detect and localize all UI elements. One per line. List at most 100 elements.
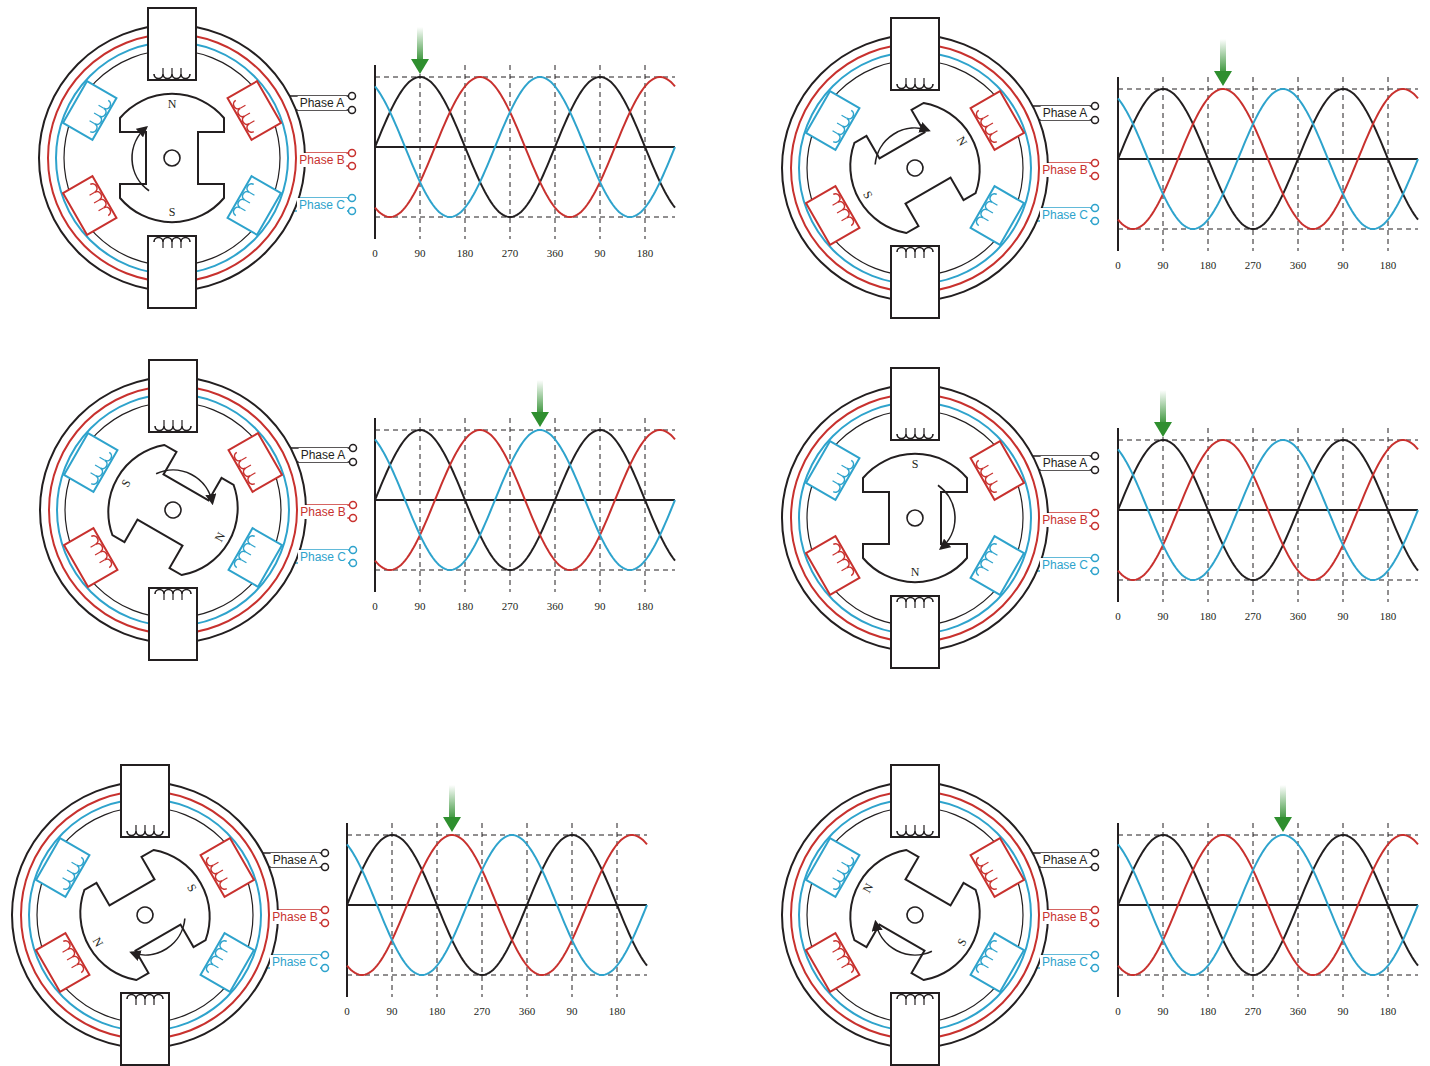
grid-line <box>1388 823 1389 997</box>
terminal <box>349 107 356 114</box>
coil-winding <box>249 192 254 195</box>
y-axis <box>1117 823 1119 997</box>
coil-winding <box>222 949 227 952</box>
phase-label: Phase C <box>1040 558 1090 572</box>
stator-pole <box>63 81 116 140</box>
tick-label: 90 <box>415 601 426 612</box>
phase-wave <box>1118 89 1418 229</box>
coil-winding <box>842 965 847 968</box>
terminal <box>1092 218 1099 225</box>
pole-body <box>806 536 859 595</box>
pole-body <box>891 246 939 318</box>
phase-wave <box>375 77 675 217</box>
pole-body <box>806 441 859 500</box>
tick-label: 90 <box>415 248 426 259</box>
phase-a-ring <box>807 410 1023 626</box>
pole-body <box>64 528 117 587</box>
pole-body <box>806 838 859 897</box>
stator-pole <box>228 176 281 235</box>
stator-pole <box>971 186 1024 245</box>
coil-winding <box>905 252 906 258</box>
pole-body <box>149 588 197 660</box>
coil-winding <box>162 68 163 74</box>
phase-c-ring <box>56 42 288 274</box>
stator-pole <box>891 596 939 668</box>
terminal <box>1092 160 1099 167</box>
phase-b-ring <box>791 394 1039 642</box>
stator-pole <box>806 91 859 150</box>
coil-winding <box>983 465 988 468</box>
phase-label: Phase B <box>1040 910 1089 924</box>
waveform-chart <box>1118 785 1418 997</box>
coil-winding <box>213 965 218 968</box>
grid-line <box>1208 823 1209 997</box>
shaft <box>162 499 184 521</box>
shaft <box>164 150 180 166</box>
terminal <box>1092 510 1099 517</box>
phase-b-ring <box>21 791 269 1039</box>
phase-label: Phase C <box>1040 208 1090 222</box>
coil-winding <box>905 825 906 831</box>
pole-body <box>891 368 939 440</box>
terminal <box>1092 920 1099 927</box>
pole-body <box>148 8 196 80</box>
grid-line <box>1208 77 1209 251</box>
stator-pole <box>121 765 169 837</box>
coil-winding <box>213 862 218 865</box>
rotation-arrow <box>130 918 193 964</box>
tick-label: 360 <box>519 1006 536 1017</box>
waveform-chart <box>1118 39 1418 251</box>
pole-body <box>36 838 89 897</box>
rotor <box>63 838 226 992</box>
pole-label: S <box>169 206 176 218</box>
tick-label: 180 <box>429 1006 446 1017</box>
phase-c-ring <box>799 52 1031 284</box>
motor <box>12 765 329 1065</box>
coil-winding <box>833 202 838 205</box>
grid-line <box>420 65 421 239</box>
stator-pole <box>891 18 939 90</box>
phase-wave <box>375 430 675 570</box>
pole-body <box>64 433 117 492</box>
coil-winding <box>154 74 190 79</box>
pole-body <box>63 81 116 140</box>
terminal <box>322 920 329 927</box>
terminal <box>350 502 357 509</box>
shaft <box>904 157 926 179</box>
phase-label: Phase C <box>1040 955 1090 969</box>
tick-label: 90 <box>567 1006 578 1017</box>
coil-winding <box>91 544 96 547</box>
tick-label: 360 <box>1290 1006 1307 1017</box>
coil-winding <box>171 68 172 74</box>
phase-b-ring <box>49 386 297 634</box>
coil-winding <box>246 465 251 468</box>
stator-pole <box>64 528 117 587</box>
grid-line <box>1343 77 1344 251</box>
coil-winding <box>914 428 915 434</box>
coil-winding <box>833 939 855 972</box>
tick-label: 270 <box>1245 260 1262 271</box>
pole-body <box>891 993 939 1065</box>
coil-winding <box>992 481 997 484</box>
coil-winding <box>90 182 112 215</box>
grid-line <box>1298 823 1299 997</box>
coil-winding <box>72 965 77 968</box>
coil-winding <box>992 878 997 881</box>
coil-winding <box>975 542 997 575</box>
coil-winding <box>67 870 72 873</box>
tick-label: 90 <box>595 248 606 259</box>
tick-label: 360 <box>1290 611 1307 622</box>
coil-winding <box>923 999 924 1005</box>
coil-winding <box>837 957 842 960</box>
coil-winding <box>127 995 163 1000</box>
stator-pole <box>121 993 169 1065</box>
coil-winding <box>975 192 997 225</box>
tick-label: 270 <box>1245 1006 1262 1017</box>
marker-arrow <box>1280 785 1286 821</box>
rotation-arrow <box>868 920 931 966</box>
phase-wave <box>347 835 647 975</box>
coil-winding <box>180 68 181 74</box>
waveform-chart <box>347 785 647 997</box>
coil-winding <box>897 831 933 836</box>
grid-line <box>510 65 511 239</box>
